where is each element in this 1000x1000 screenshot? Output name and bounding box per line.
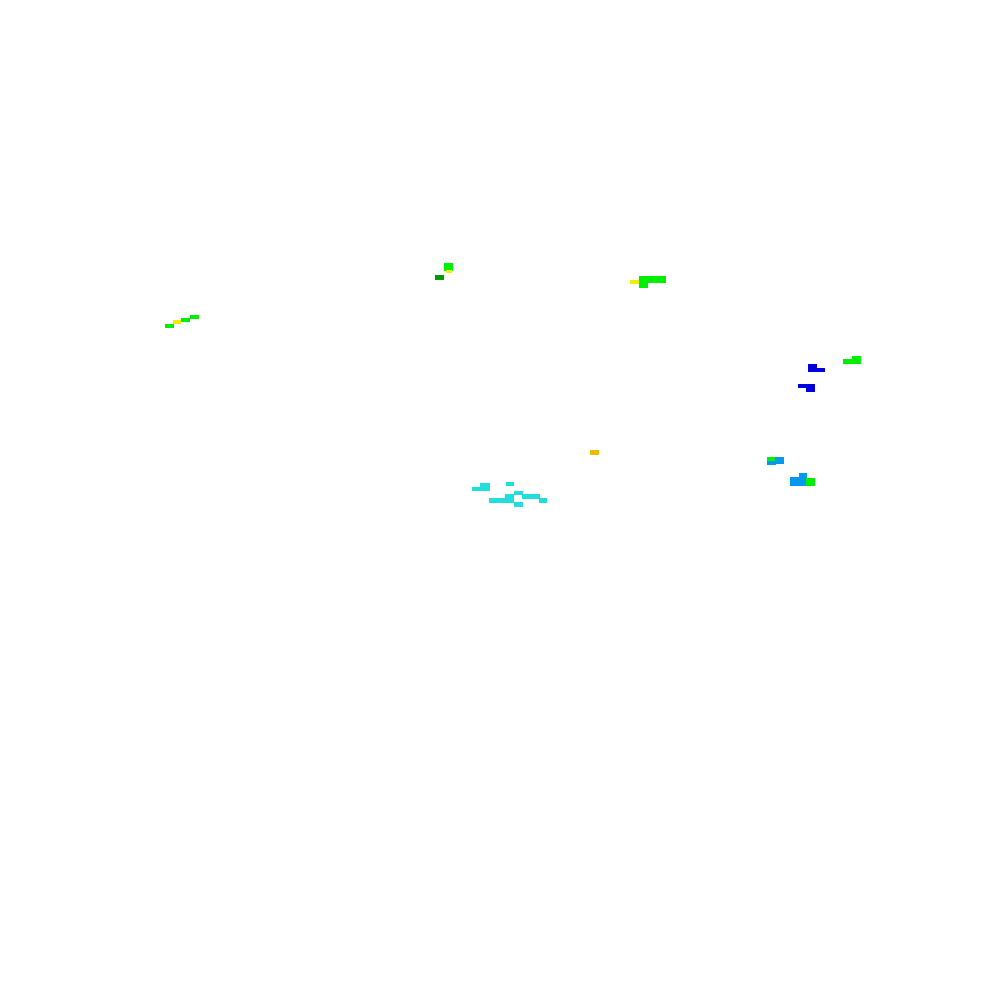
cluster-north-green-cell [446, 270, 452, 273]
cluster-central-cyan-cell [539, 498, 547, 503]
cluster-central-cyan-cell [514, 491, 523, 495]
cluster-east-blue-cell [808, 364, 817, 372]
cluster-central-cyan-cell [514, 502, 523, 507]
cluster-east-skyblue-cell [806, 478, 815, 486]
cluster-west-yellow-green-cell [173, 320, 181, 324]
cluster-north-east-green-cell [639, 276, 666, 283]
cluster-east-skyblue-cell [767, 457, 776, 464]
cluster-north-east-green-cell [639, 283, 648, 288]
cluster-east-skyblue-cell [775, 457, 784, 464]
cluster-central-cyan-cell [472, 487, 481, 491]
cluster-central-cyan-cell [522, 494, 540, 499]
cluster-east-green-cell [843, 359, 853, 364]
cluster-central-cyan-cell [489, 498, 514, 503]
cluster-east-skyblue-cell [799, 473, 807, 478]
cluster-east-green-cell [852, 356, 861, 364]
cluster-central-gold-cell [590, 450, 599, 455]
cluster-central-cyan-cell [506, 482, 514, 486]
cluster-central-cyan-cell [480, 483, 490, 491]
cluster-east-skyblue-cell [767, 461, 776, 465]
cluster-north-green-cell [444, 263, 453, 271]
cluster-north-east-green-cell [630, 280, 639, 284]
cluster-central-cyan-cell [505, 494, 514, 503]
cluster-east-blue-cell [816, 368, 825, 372]
cluster-east-skyblue-cell [790, 477, 807, 486]
cluster-west-yellow-green-cell [165, 324, 174, 328]
cluster-east-blue-cell [798, 384, 808, 388]
cluster-east-blue-cell [806, 384, 815, 392]
cluster-west-yellow-green-cell [181, 318, 190, 322]
cluster-west-yellow-green-cell [190, 315, 199, 319]
cluster-north-green-cell [435, 275, 444, 280]
